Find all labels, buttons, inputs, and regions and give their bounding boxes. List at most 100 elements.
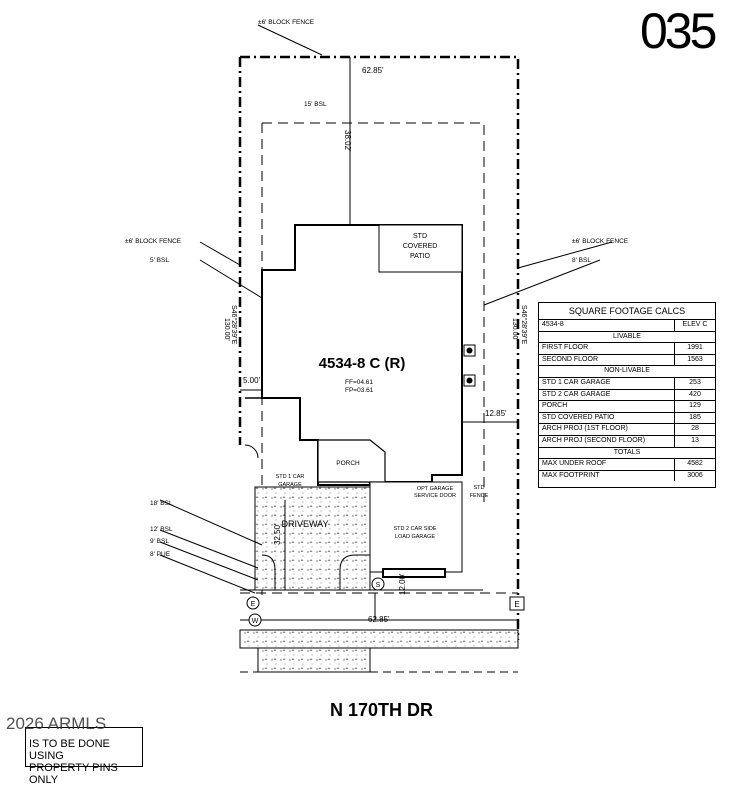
- table-row: MAX UNDER ROOF 4582: [539, 459, 715, 471]
- section-row: TOTALS: [539, 448, 715, 460]
- table-row: FIRST FLOOR 1991: [539, 343, 715, 355]
- garage-2car: [369, 481, 463, 573]
- covered-patio: [378, 224, 463, 273]
- lot-number: 035: [640, 3, 717, 59]
- section-row: LIVABLE: [539, 332, 715, 344]
- row-value: 4582: [687, 460, 703, 468]
- lot-boundary: [238, 55, 520, 640]
- electric-marker-left: [246, 596, 260, 610]
- label-block-fence-top: ±6' BLOCK FENCE: [258, 19, 315, 26]
- label-fp: FP=03.61: [345, 387, 374, 394]
- dim-front-12: 12.00': [398, 573, 407, 595]
- row-label: STD 1 CAR GARAGE: [539, 377, 675, 389]
- row-label: SECOND FLOOR: [539, 354, 675, 366]
- label-opt-garage-2: SERVICE DOOR: [414, 493, 456, 499]
- table-row: ARCH PROJ (SECOND FLOOR) 13: [539, 435, 715, 448]
- label-porch: PORCH: [336, 460, 360, 467]
- label-bsl-5: 5' BSL: [150, 257, 169, 264]
- row-value: 253: [689, 378, 701, 386]
- row-value: 1991: [687, 344, 703, 352]
- dim-bottom-width: 62.85': [368, 615, 390, 624]
- table-title: SQUARE FOOTAGE CALCS: [539, 303, 715, 320]
- row-label: ARCH PROJ (SECOND FLOOR): [539, 435, 675, 447]
- watermark: 2026 ARMLS: [6, 714, 107, 733]
- label-garage1-2: GARAGE: [278, 482, 302, 488]
- label-patio-3: PATIO: [410, 253, 431, 260]
- row-label: STD COVERED PATIO: [539, 412, 675, 424]
- row-label: FIRST FLOOR: [539, 343, 675, 354]
- label-patio-2: COVERED: [403, 243, 438, 250]
- table-row: ARCH PROJ (1ST FLOOR) 28: [539, 424, 715, 436]
- driveway-slab: [254, 486, 371, 591]
- square-footage-table: SQUARE FOOTAGE CALCS 4534-8 ELEV C LIVAB…: [538, 302, 716, 488]
- label-garage1-1: STD 1 CAR: [276, 474, 305, 480]
- table-row: STD COVERED PATIO 185: [539, 412, 715, 425]
- label-bearing-left: S46°28'39"E: [230, 305, 238, 345]
- header-elev: ELEV C: [682, 321, 708, 328]
- label-std-fence-1: STD: [474, 485, 485, 491]
- row-value: 129: [689, 402, 701, 410]
- label-bearing-right: S46°28'39"E: [520, 305, 528, 345]
- label-garage2-2: LOAD GARAGE: [395, 534, 435, 540]
- label-dist-left: 130.00': [223, 318, 230, 341]
- table-header-row: 4534-8 ELEV C: [539, 320, 715, 332]
- table-row: PORCH 129: [539, 401, 715, 413]
- staking-note: 2026 ARMLS IS TO BE DONE USING PROPERTY …: [6, 715, 143, 786]
- note-line-1: IS TO BE DONE USING: [29, 738, 110, 762]
- note-text: IS TO BE DONE USING PROPERTY PINS ONLY: [29, 738, 142, 786]
- street-name: N 170TH DR: [330, 700, 434, 720]
- section-livable: LIVABLE: [613, 332, 641, 340]
- label-std-fence-2: FENCE: [470, 493, 489, 499]
- sidewalk: [239, 629, 519, 649]
- table-row: MAX FOOTPRINT 3006: [539, 470, 715, 482]
- label-driveway: DRIVEWAY: [281, 519, 328, 529]
- label-patio-1: STD: [413, 233, 427, 240]
- row-value: 185: [689, 413, 701, 421]
- label-pue-8: 8' PUE: [150, 551, 171, 558]
- water-marker: [248, 613, 262, 627]
- label-garage2-1: STD 2 CAR SIDE: [393, 526, 436, 532]
- label-opt-garage-1: OPT GARAGE: [417, 486, 454, 492]
- label-bsl-15: 15' BSL: [304, 101, 327, 108]
- row-value: 420: [689, 390, 701, 398]
- sewer-marker: [371, 577, 385, 591]
- label-bsl-18: 18' BSL: [150, 500, 173, 507]
- row-label: STD 2 CAR GARAGE: [539, 389, 675, 401]
- header-plan: 4534-8: [539, 320, 675, 331]
- table-row: STD 2 CAR GARAGE 420: [539, 389, 715, 402]
- section-totals: TOTALS: [613, 448, 641, 456]
- dim-left-setback: 5.00': [243, 376, 261, 385]
- note-line-2: PROPERTY PINS ONLY: [29, 762, 118, 786]
- label-bsl-12: 12' BSL: [150, 526, 173, 533]
- dim-right-setback: 12.85': [485, 409, 507, 418]
- curb-left: [257, 647, 371, 673]
- marker-e-right: E: [514, 600, 519, 609]
- row-label: MAX FOOTPRINT: [539, 470, 675, 482]
- table-row: STD 1 CAR GARAGE 253: [539, 377, 715, 390]
- row-value: 13: [691, 436, 699, 444]
- row-value: 28: [691, 425, 699, 433]
- garage-door: [382, 568, 446, 578]
- label-block-fence-left: ±6' BLOCK FENCE: [125, 238, 182, 245]
- porch: [317, 439, 386, 483]
- table-row: SECOND FLOOR 1563: [539, 354, 715, 367]
- dim-top-width: 62.85': [362, 66, 384, 75]
- house-footprint: [261, 224, 463, 486]
- marker-w-left: W: [252, 618, 259, 625]
- model-name: 4534-8 C (R): [319, 355, 406, 372]
- marker-e-left: E: [251, 601, 256, 608]
- label-ff: FF=04.61: [345, 379, 373, 386]
- row-value: 3006: [687, 471, 703, 479]
- row-label: ARCH PROJ (1ST FLOOR): [539, 424, 675, 435]
- row-label: PORCH: [539, 401, 675, 412]
- label-bsl-9: 9' BSL: [150, 538, 169, 545]
- site-plan: ±6' BLOCK FENCE 15' BSL ±6' BLOCK FENCE …: [125, 19, 629, 673]
- dim-drive-len: 32.50': [273, 523, 282, 545]
- row-value: 1563: [687, 355, 703, 363]
- label-block-fence-right: ±6' BLOCK FENCE: [572, 238, 629, 245]
- electric-marker-right: [509, 596, 525, 611]
- label-bsl-8: 8' BSL: [572, 257, 591, 264]
- dim-rear-setback: 38.02': [343, 130, 352, 152]
- marker-s: S: [376, 582, 381, 589]
- row-label: MAX UNDER ROOF: [539, 459, 675, 470]
